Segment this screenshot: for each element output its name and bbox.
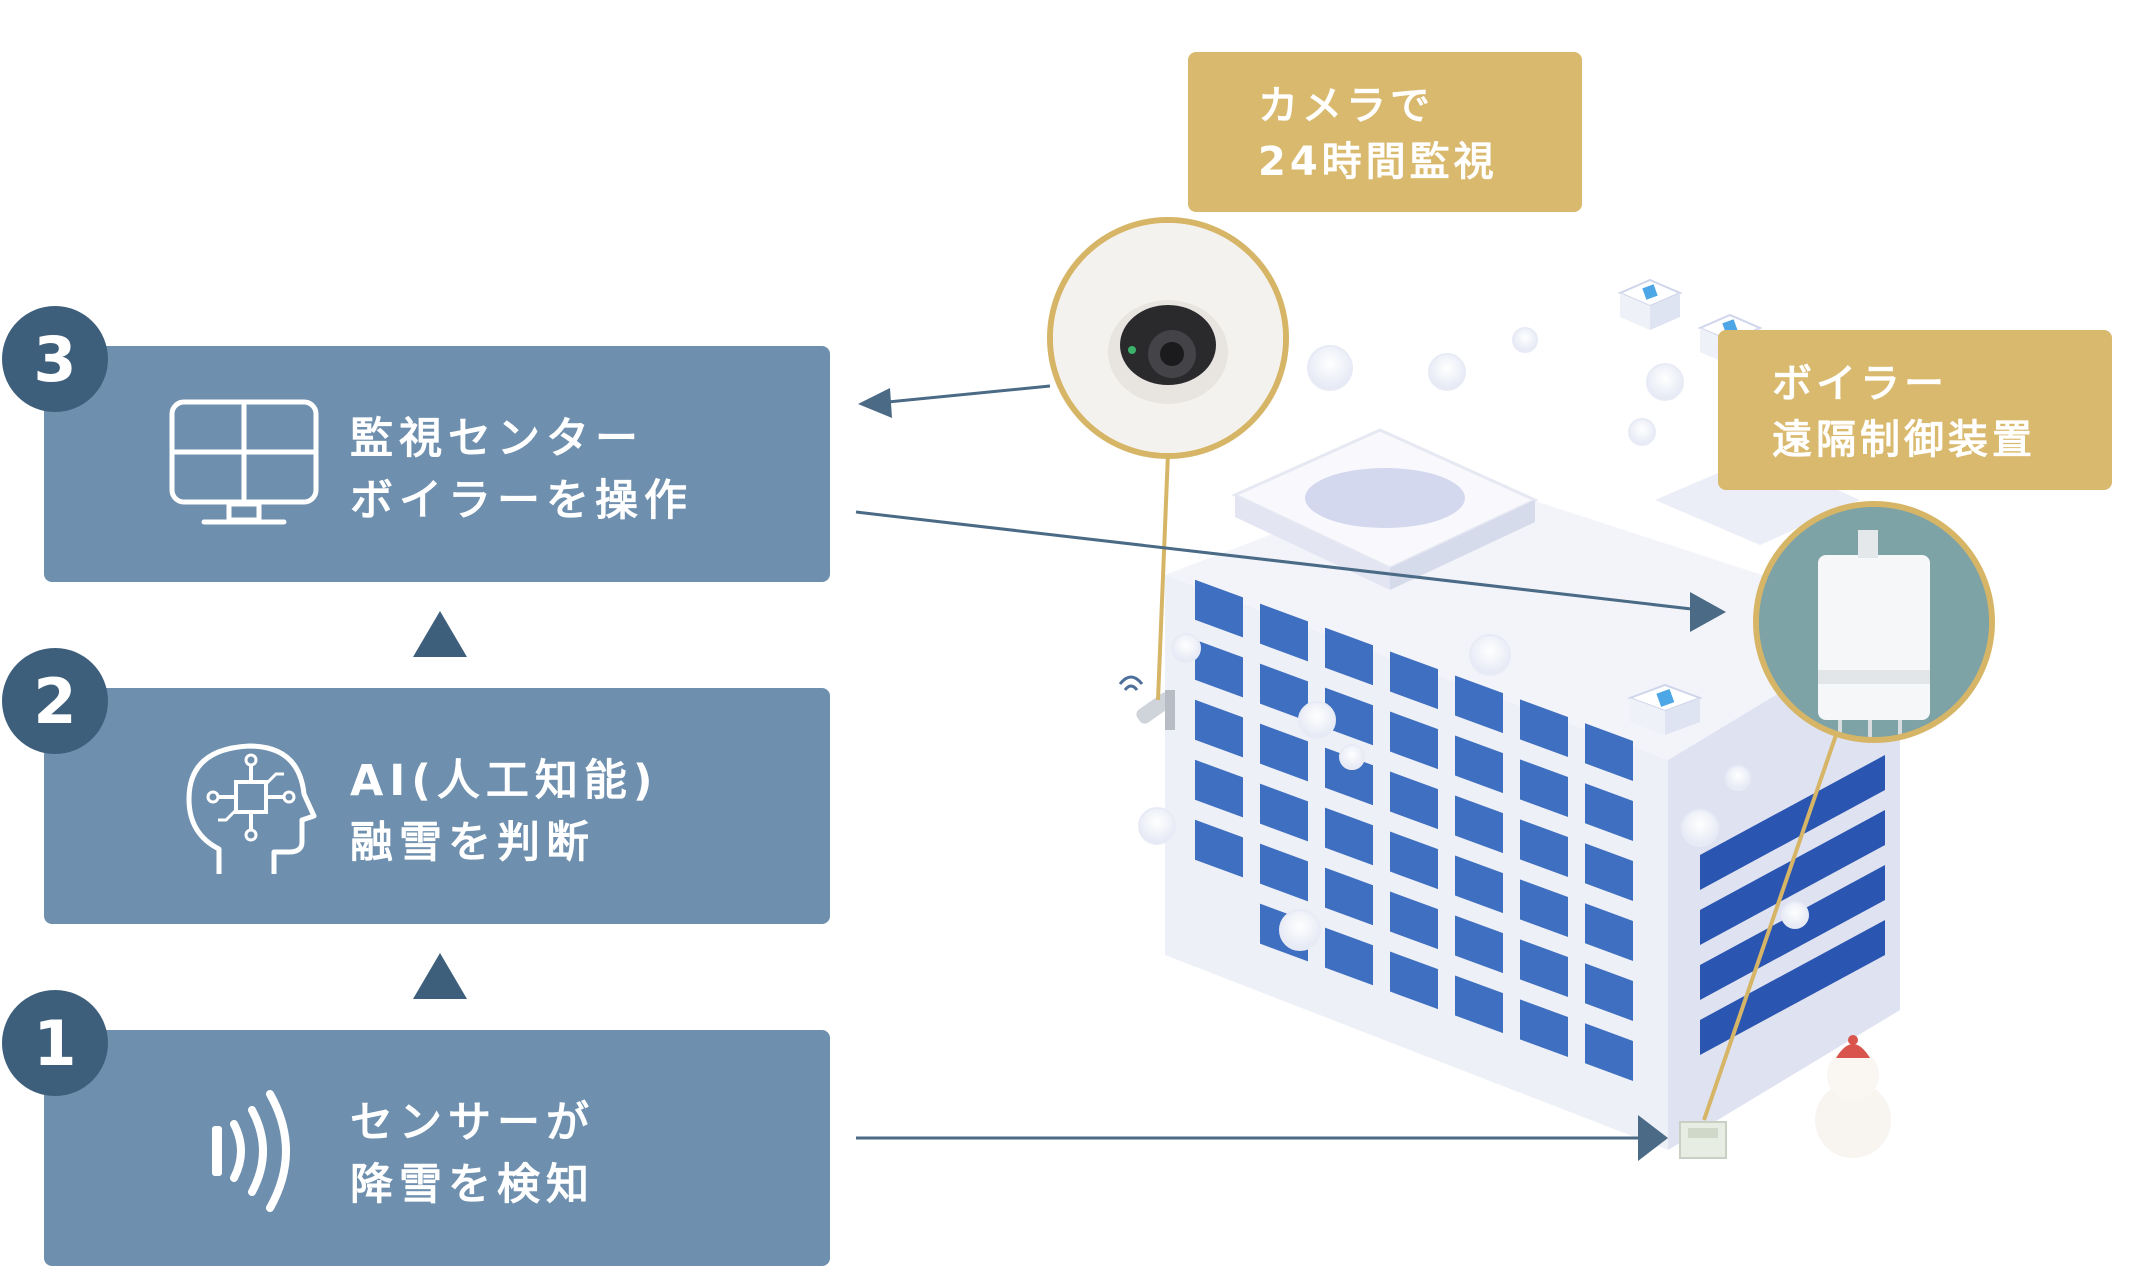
boiler-callout-line1: ボイラー [1772, 361, 1948, 407]
boiler-magnifier [1753, 501, 1995, 743]
boiler-callout-line2: 遠隔制御装置 [1772, 417, 2036, 463]
step-2-number: 2 [2, 648, 108, 754]
snowflakes [1138, 327, 1809, 951]
callout-connectors [1156, 452, 1838, 1121]
roof-skylight [1231, 428, 1539, 590]
camera-callout: カメラで 24時間監視 [1188, 52, 1582, 212]
camera-callout-line1: カメラで [1258, 83, 1434, 129]
wall-camera [1118, 675, 1175, 730]
building-windows-left [1195, 579, 1633, 1081]
camera-callout-line2: 24時間監視 [1258, 139, 1498, 185]
step-1-card: センサーが 降雪を検知 [44, 1030, 830, 1266]
step-3-number: 3 [2, 306, 108, 412]
up-arrow-2-to-3 [413, 611, 467, 657]
step-3-line1: 監視センター [350, 414, 644, 464]
step-3-card: 監視センター ボイラーを操作 [44, 346, 830, 582]
step-2-line1: AI(人工知能) [350, 756, 659, 806]
up-arrow-1-to-2 [413, 953, 467, 999]
step-3-line2: ボイラーを操作 [350, 476, 693, 526]
step-1-line1: センサーが [350, 1098, 595, 1148]
step-1-line2: 降雪を検知 [350, 1160, 595, 1210]
sensor-waves-icon [212, 1090, 290, 1212]
camera-magnifier [1047, 217, 1289, 459]
step-2-text: AI(人工知能) 融雪を判断 [350, 750, 659, 874]
step-2-line2: 融雪を判断 [350, 818, 595, 868]
sensor-device [1679, 1121, 1727, 1159]
ai-head-icon [186, 743, 317, 874]
step-1-text: センサーが 降雪を検知 [350, 1092, 595, 1216]
step-2-card: AI(人工知能) 融雪を判断 [44, 688, 830, 924]
monitor-icon [169, 399, 319, 525]
boiler-callout: ボイラー 遠隔制御装置 [1718, 330, 2112, 490]
step-3-text: 監視センター ボイラーを操作 [350, 408, 693, 532]
building-windows-right [1700, 755, 1885, 1055]
step-1-number: 1 [2, 990, 108, 1096]
flow-arrows [855, 384, 1726, 1161]
snowman [1815, 1035, 1891, 1158]
